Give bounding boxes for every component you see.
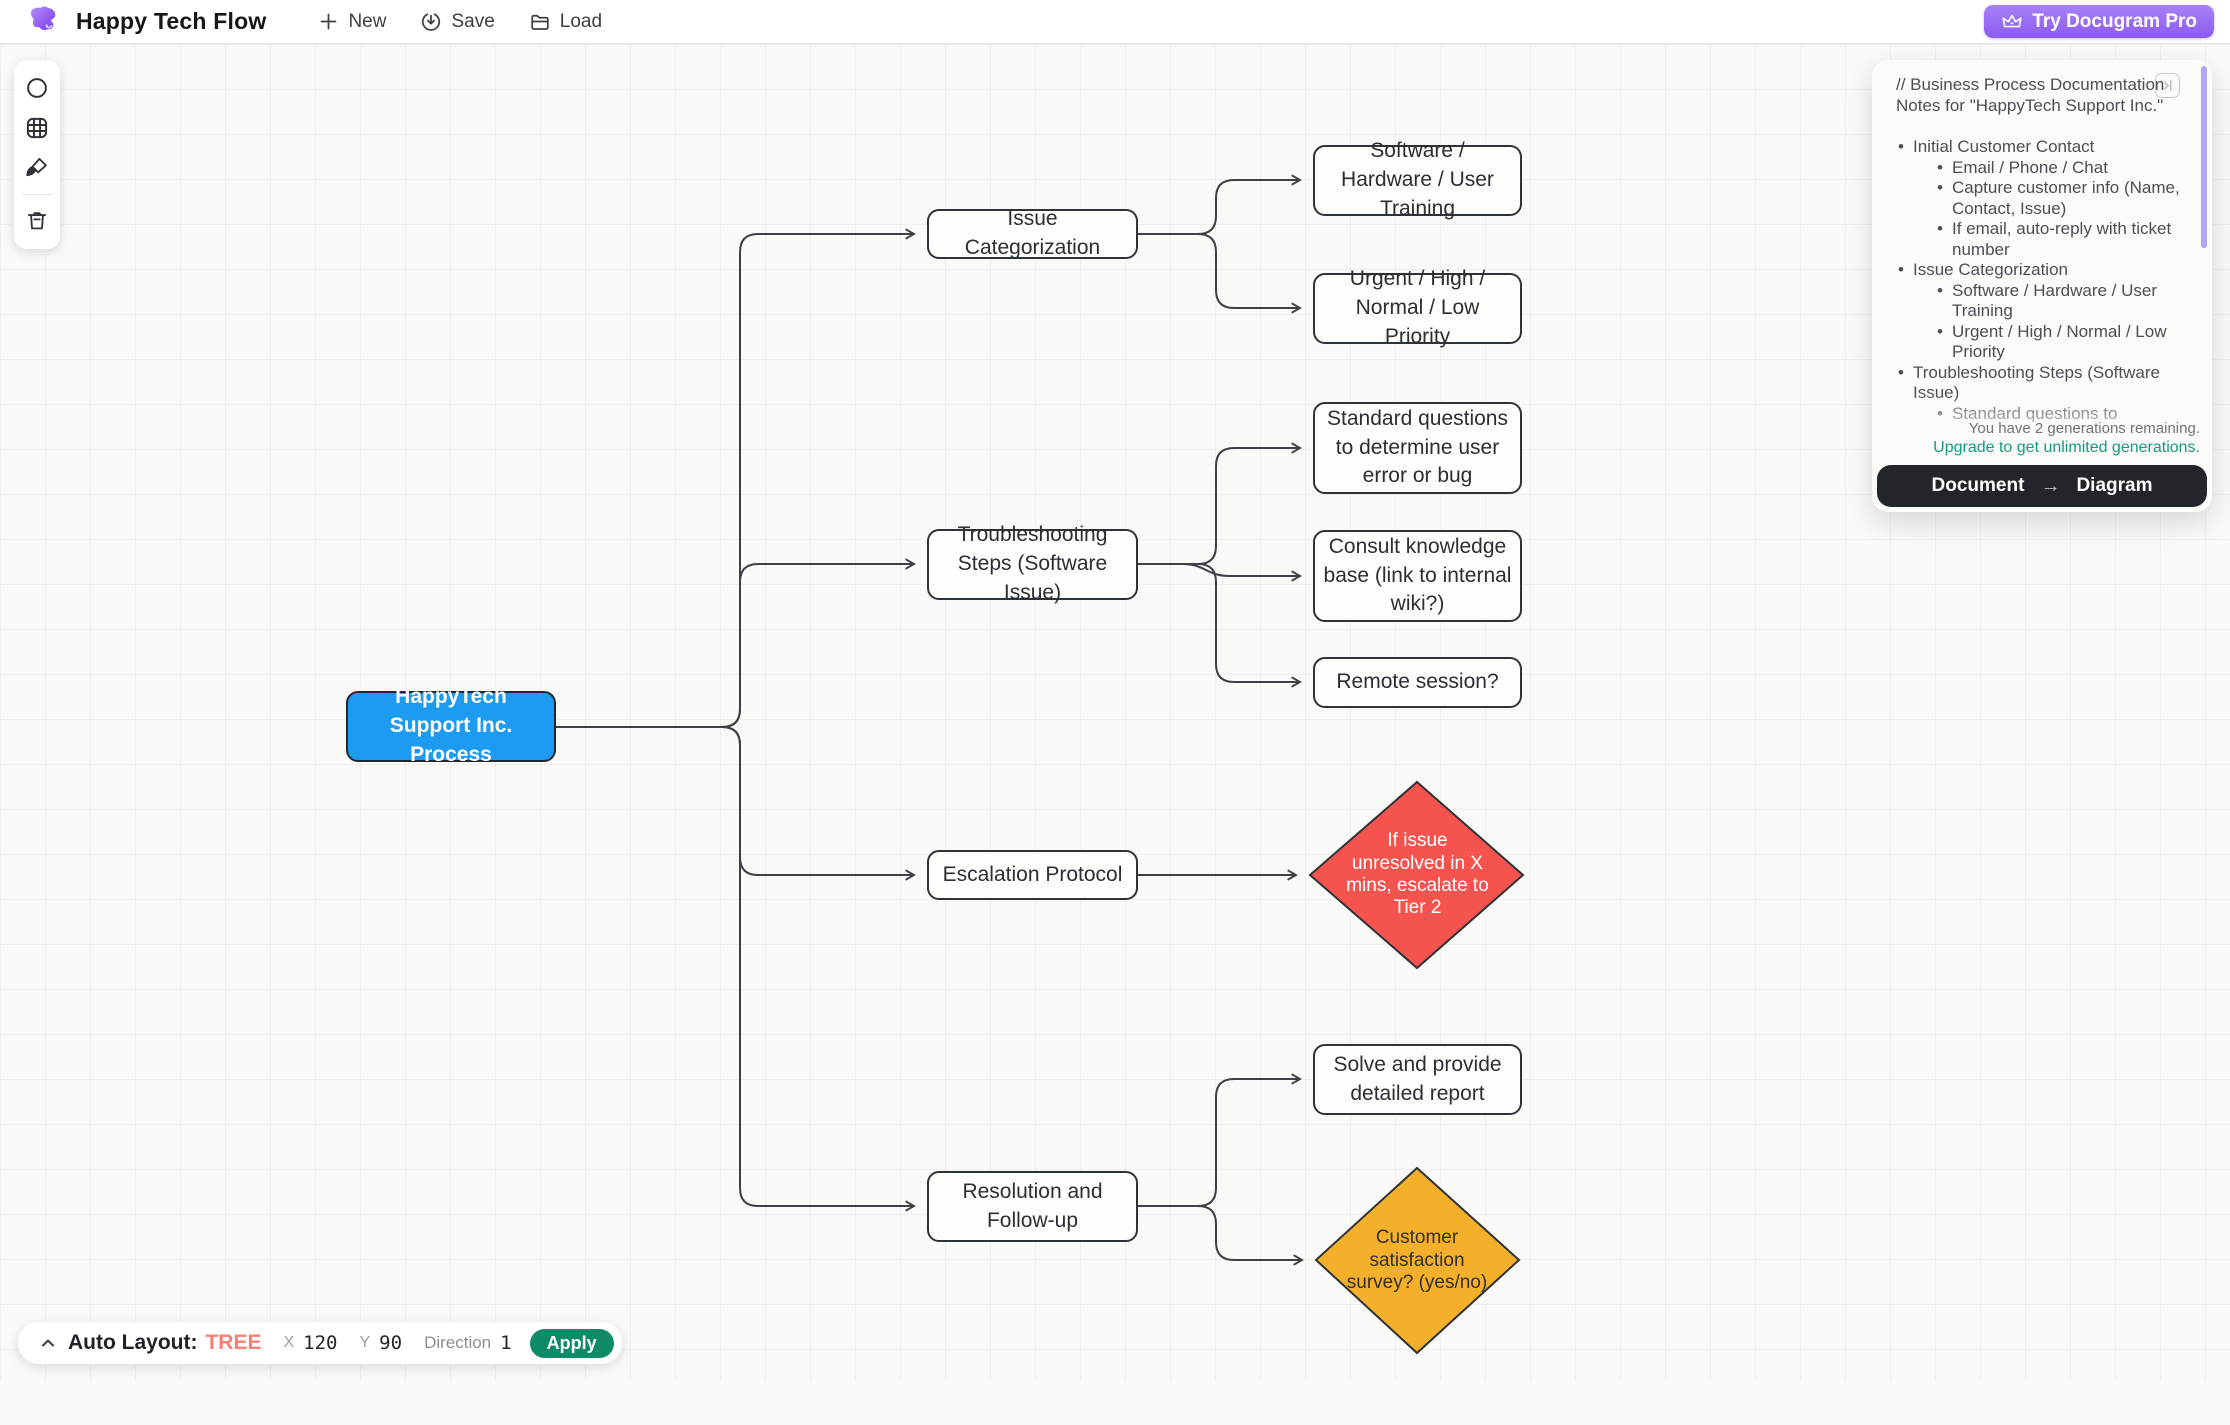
edge-issue-software: [1138, 174, 1302, 235]
chevron-up-icon: [42, 1339, 54, 1347]
page-title: Happy Tech Flow: [76, 8, 267, 34]
collapse-panel-icon: [2163, 80, 2172, 91]
notes-scrollbar[interactable]: [2201, 66, 2207, 248]
document-to-diagram-button[interactable]: Document → Diagram: [1877, 465, 2207, 507]
load-button[interactable]: Load: [529, 11, 602, 33]
diagram-label: Diagram: [2076, 475, 2153, 496]
save-button[interactable]: Save: [420, 10, 495, 33]
list-item: Capture customer info (Name, Contact, Is…: [1935, 178, 2182, 219]
node-priority[interactable]: Urgent / High / Normal / Low Priority: [1313, 267, 1522, 348]
trash-tool-button[interactable]: [17, 201, 57, 241]
direction-label: Direction: [424, 1333, 492, 1352]
save-icon: [422, 12, 441, 31]
notes-list: Initial Customer Contact Email / Phone /…: [1896, 137, 2182, 422]
node-resolution[interactable]: Resolution and Follow-up: [927, 1171, 1138, 1242]
collapse-layoutbar-button[interactable]: [34, 1337, 62, 1349]
bullet-text: Issue Categorization: [1913, 260, 2068, 279]
circle-tool-icon: [27, 78, 47, 98]
document-label: Document: [1931, 475, 2025, 496]
list-item: Issue Categorization Software / Hardware…: [1896, 260, 2182, 363]
node-solve-report[interactable]: Solve and provide detailed report: [1313, 1044, 1522, 1115]
edges-layer: [556, 174, 1525, 1355]
folder-icon: [531, 14, 549, 30]
list-item: Email / Phone / Chat: [1935, 158, 2182, 179]
edge-trbl-remote: [1138, 563, 1302, 688]
load-button-label: Load: [559, 10, 603, 32]
bullet-text: Capture customer info (Name, Contact, Is…: [1952, 178, 2180, 218]
node-consult-kb[interactable]: Consult knowledge base (link to internal…: [1313, 530, 1522, 622]
brush-tool-icon: [26, 157, 47, 177]
notes-title: // Business Process Documentation Notes …: [1896, 75, 2165, 115]
grid-tool-button[interactable]: [17, 108, 57, 148]
node-issue-categorization[interactable]: Issue Categorization: [927, 207, 1138, 259]
bullet-text: Software / Hardware / User Training: [1952, 280, 2158, 321]
bullet-text: Initial Customer Contact: [1913, 137, 2095, 156]
layout-mode-value[interactable]: TREE: [205, 1331, 262, 1354]
node-standard-questions[interactable]: Standard questions to determine user err…: [1313, 402, 1522, 494]
arrow-right-icon: →: [2040, 474, 2061, 497]
try-pro-button[interactable]: Try Docugram Pro: [1984, 5, 2214, 38]
auto-layout-bar: Auto Layout: TREE X 120 Y 90 Direction 1…: [18, 1322, 622, 1364]
app-header: Happy Tech Flow New Save Load Try Docu: [0, 0, 2230, 44]
upgrade-link[interactable]: Upgrade to get unlimited generations.: [1933, 439, 2200, 456]
header-menu: New Save Load: [318, 11, 602, 33]
decision-diamond-red[interactable]: [1308, 780, 1525, 970]
bullet-text: If email, auto-reply with ticket number: [1952, 219, 2172, 259]
edge-trbl-standard: [1138, 442, 1302, 565]
app-logo-icon: [30, 6, 56, 30]
plus-icon: [321, 13, 337, 30]
grid-tool-icon: [26, 117, 48, 139]
generations-remaining-text: You have 2 generations remaining.: [1968, 420, 2200, 437]
toolbar-divider: [22, 194, 52, 195]
trash-tool-icon: [27, 212, 47, 230]
node-remote-session[interactable]: Remote session?: [1313, 657, 1522, 708]
list-item: Urgent / High / Normal / Low Priority: [1935, 322, 2182, 363]
notes-panel: // Business Process Documentation Notes …: [1872, 60, 2212, 512]
new-button[interactable]: New: [318, 11, 386, 33]
node-software-hardware[interactable]: Software / Hardware / User Training: [1313, 139, 1522, 220]
bullet-text: Urgent / High / Normal / Low Priority: [1952, 321, 2167, 362]
brush-tool-button[interactable]: [17, 148, 57, 188]
edge-trbl-consult: [1138, 563, 1302, 582]
save-button-label: Save: [451, 10, 495, 32]
crown-icon: [2002, 14, 2022, 27]
x-spacing-label: X: [283, 1334, 295, 1351]
edge-root-issue: [556, 228, 916, 728]
list-item: Initial Customer Contact Email / Phone /…: [1896, 137, 2182, 260]
y-spacing-value[interactable]: 90: [379, 1332, 403, 1354]
diagram-canvas[interactable]: HappyTech Support Inc. Process Issue Cat…: [0, 44, 2230, 1381]
bullet-text: Troubleshooting Steps (Software Issue): [1913, 362, 2160, 403]
x-spacing-value[interactable]: 120: [303, 1332, 338, 1354]
list-item: Software / Hardware / User Training: [1935, 281, 2182, 322]
notes-document[interactable]: // Business Process Documentation Notes …: [1896, 75, 2182, 422]
node-root[interactable]: HappyTech Support Inc. Process: [346, 685, 556, 766]
y-spacing-label: Y: [359, 1334, 371, 1351]
decision-diamond-yellow[interactable]: [1314, 1166, 1521, 1355]
node-troubleshooting[interactable]: Troubleshooting Steps (Software Issue): [927, 523, 1138, 604]
collapse-panel-button[interactable]: [2155, 73, 2180, 98]
bullet-text: Email / Phone / Chat: [1952, 157, 2108, 177]
apply-button[interactable]: Apply: [529, 1328, 614, 1358]
direction-value[interactable]: 1: [500, 1332, 512, 1354]
auto-layout-label: Auto Layout:: [68, 1331, 198, 1354]
edge-issue-priority: [1138, 233, 1302, 314]
node-escalation[interactable]: Escalation Protocol: [927, 850, 1138, 900]
try-pro-label: Try Docugram Pro: [2032, 10, 2197, 32]
edge-res-survey: [1138, 1205, 1304, 1266]
edge-res-solve: [1138, 1073, 1302, 1207]
edge-root-escalation: [556, 726, 916, 881]
tools-palette: [14, 60, 60, 249]
edge-root-resolution: [556, 726, 916, 1212]
edge-root-troubleshooting: [556, 558, 916, 728]
list-item: If email, auto-reply with ticket number: [1935, 219, 2182, 260]
list-item: Troubleshooting Steps (Software Issue) S…: [1896, 363, 2182, 423]
edge-group: [556, 174, 1304, 1266]
new-button-label: New: [348, 10, 387, 32]
circle-tool-button[interactable]: [17, 68, 57, 108]
